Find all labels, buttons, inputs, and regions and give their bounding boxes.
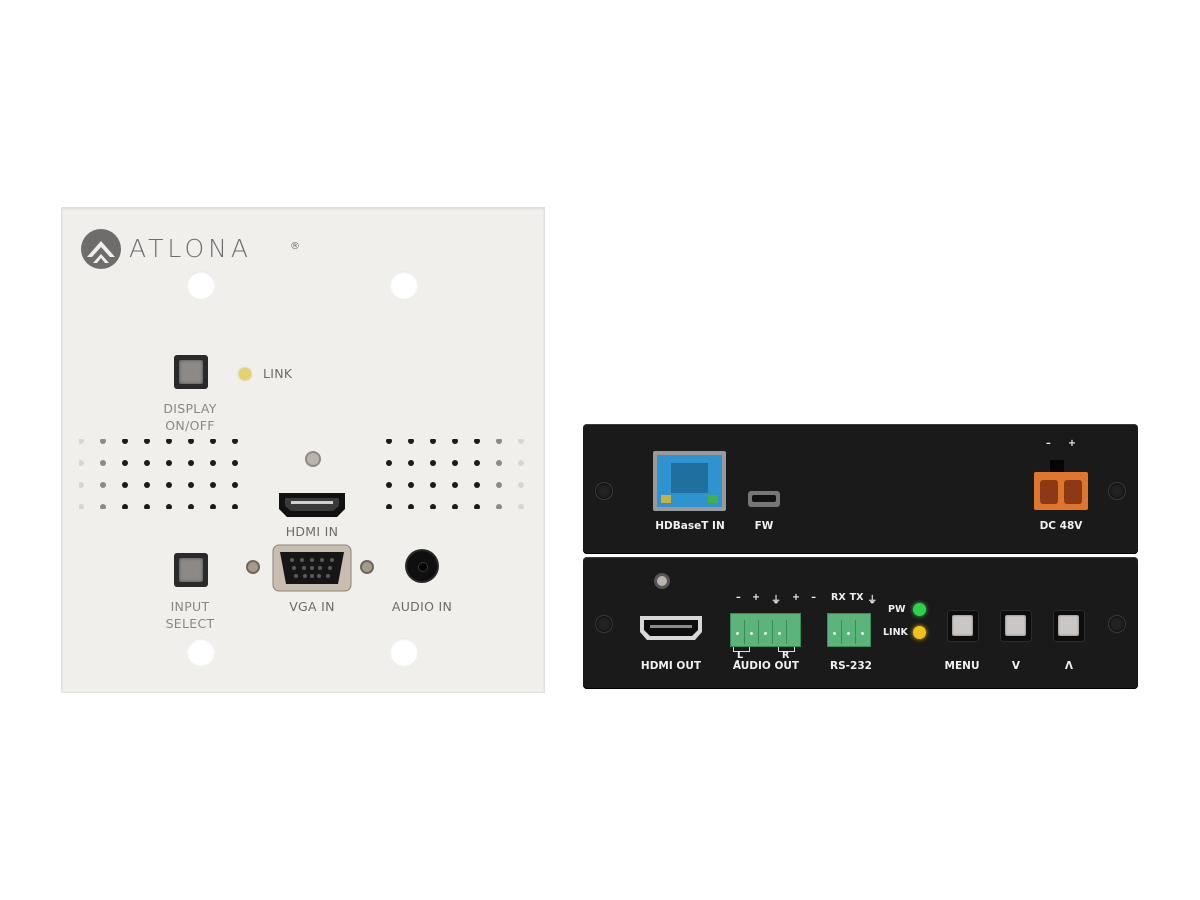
audio-in-label: AUDIO IN — [391, 599, 453, 614]
audio-out-terminal-block[interactable] — [730, 613, 801, 663]
input-select-label: INPUT SELECT — [165, 599, 215, 631]
dc-48v-power-connector[interactable] — [1034, 472, 1088, 510]
display-button-label: DISPLAY ON/OFF — [163, 401, 217, 433]
vga-in-label: VGA IN — [289, 599, 335, 614]
fw-label: FW — [754, 520, 774, 532]
screw-icon — [1108, 482, 1126, 500]
up-button[interactable] — [1053, 610, 1085, 642]
mount-hole-top-left — [187, 271, 215, 299]
hdmi-lock-screw-icon — [654, 573, 670, 589]
vga-screw-right-icon — [360, 560, 374, 574]
screw-icon — [595, 482, 613, 500]
registered-mark: ® — [290, 241, 300, 252]
audio-left-label: L — [737, 650, 744, 661]
vga-in-port[interactable] — [272, 544, 352, 592]
down-label: V — [1011, 660, 1021, 672]
receiver-rear-panel: HDBaseT IN FW – + DC 48V — [583, 424, 1138, 554]
dc-48v-label: DC 48V — [1039, 520, 1083, 532]
mount-hole-bottom-right — [390, 638, 418, 666]
vent-grille-left — [78, 438, 249, 513]
input-select-button[interactable] — [174, 553, 208, 587]
rs232-pin-labels: RX TX ⏚ — [831, 592, 877, 606]
power-led-icon — [913, 603, 926, 616]
vga-screw-left-icon — [246, 560, 260, 574]
link-led-icon — [239, 368, 251, 380]
menu-label: MENU — [944, 660, 980, 672]
display-on-off-button[interactable] — [174, 355, 208, 389]
hdbaset-in-label: HDBaseT IN — [655, 520, 725, 532]
vent-grille-right — [386, 438, 526, 513]
hdmi-out-port[interactable] — [638, 614, 704, 642]
hdmi-out-label: HDMI OUT — [640, 660, 702, 672]
atlona-logo-icon — [81, 229, 121, 269]
up-label: Λ — [1064, 660, 1074, 672]
hdmi-in-port[interactable] — [277, 491, 347, 519]
brand-logo-text: ATLONA — [129, 234, 252, 263]
link-led-icon — [913, 626, 926, 639]
screw-icon — [595, 615, 613, 633]
hdmi-lock-screw-icon — [305, 451, 321, 467]
audio-in-jack[interactable] — [407, 551, 437, 581]
audio-right-label: R — [782, 650, 790, 661]
audio-out-pin-labels: – + ⏚ + – — [736, 592, 816, 606]
rs232-terminal-block[interactable] — [827, 613, 871, 647]
pw-led-label: PW — [888, 604, 906, 615]
mount-hole-top-right — [390, 271, 418, 299]
link-led-label: LINK — [263, 366, 293, 381]
wall-plate-transmitter: ATLONA ® DISPLAY ON/OFF LINK — [61, 207, 545, 693]
down-button[interactable] — [1000, 610, 1032, 642]
hdbaset-in-port[interactable] — [653, 451, 726, 511]
screw-icon — [1108, 615, 1126, 633]
dc-minus-label: – — [1046, 438, 1051, 449]
hdmi-in-label: HDMI IN — [285, 524, 339, 539]
mount-hole-bottom-left — [187, 638, 215, 666]
link-led-label: LINK — [883, 627, 908, 638]
audio-out-label: AUDIO OUT — [732, 660, 800, 672]
fw-usb-port[interactable] — [748, 491, 780, 507]
menu-button[interactable] — [947, 610, 979, 642]
dc-plus-label: + — [1068, 438, 1076, 449]
receiver-front-panel: HDMI OUT – + ⏚ + – L R AUDIO OUT RX TX ⏚… — [583, 557, 1138, 689]
rs232-label: RS-232 — [830, 660, 872, 672]
